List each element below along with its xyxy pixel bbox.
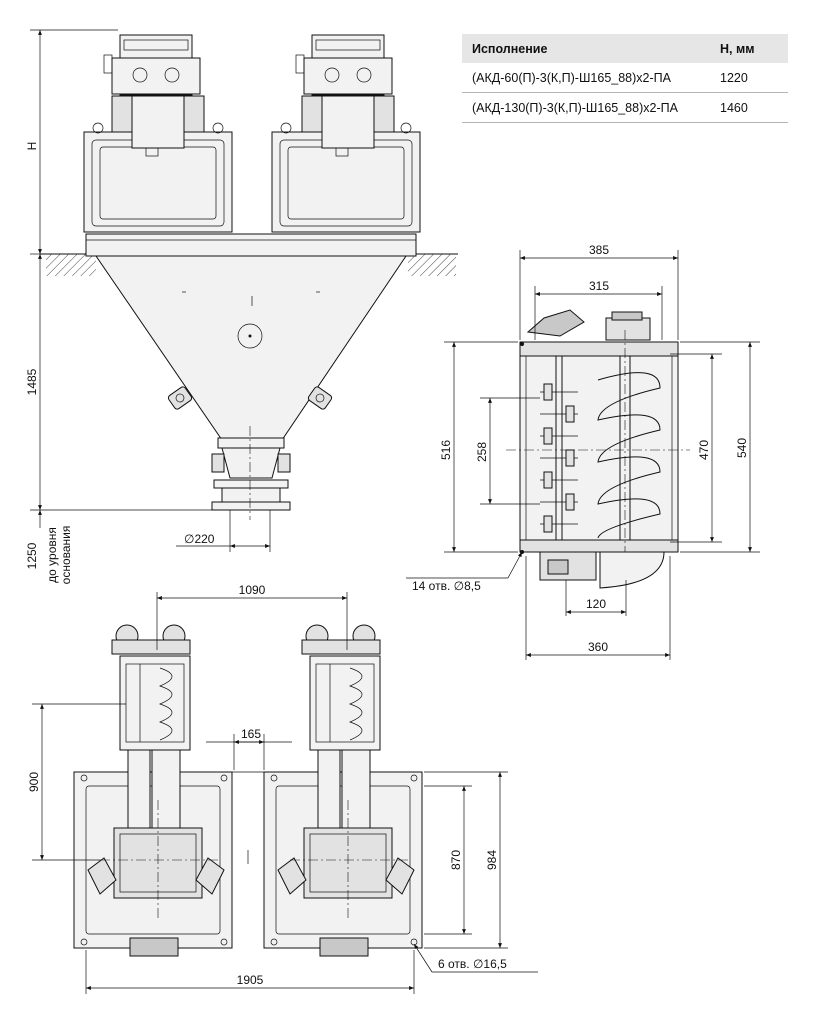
- dim-385: 385: [589, 243, 609, 257]
- ground-hatch-left: [46, 254, 96, 276]
- dim-258: 258: [475, 442, 489, 462]
- dim-900: 900: [27, 772, 41, 792]
- left-hopper: [83, 34, 233, 233]
- dim-470: 470: [697, 440, 711, 460]
- variant-cell: (АКД-130(П)-3(К,П)-Ш165_88)х2-ПА: [462, 92, 710, 123]
- table-row: (АКД-60(П)-3(К,П)-Ш165_88)х2-ПА 1220: [462, 63, 788, 93]
- dim-360: 360: [588, 640, 608, 654]
- front-view: Н 1485 1250 до уровня основания ∅220: [25, 29, 458, 585]
- spec-table: Исполнение Н, мм (АКД-60(П)-3(К,П)-Ш165_…: [462, 34, 788, 123]
- dim-1905: 1905: [237, 973, 264, 987]
- right-plan-module: [263, 749, 423, 957]
- dim-h: Н: [25, 142, 39, 151]
- base-frame: [85, 233, 417, 257]
- header-height: Н, мм: [710, 34, 788, 63]
- table-row: (АКД-130(П)-3(К,П)-Ш165_88)х2-ПА 1460: [462, 92, 788, 123]
- right-auger-unit: [301, 624, 381, 751]
- dim-870: 870: [449, 850, 463, 870]
- dim-120: 120: [586, 597, 606, 611]
- dim-1090: 1090: [239, 583, 266, 597]
- dim-220: ∅220: [184, 532, 215, 546]
- height-cell: 1460: [710, 92, 788, 123]
- height-cell: 1220: [710, 63, 788, 93]
- plan-holes-label: 6 отв. ∅16,5: [438, 957, 507, 971]
- dim-984: 984: [485, 850, 499, 870]
- left-auger-unit: [111, 624, 191, 751]
- right-hopper: [271, 34, 421, 233]
- dim-1250: 1250: [25, 542, 39, 569]
- plan-view: 1090 165 900 870 984 6 отв. ∅16,5 1905: [27, 583, 538, 994]
- dim-540: 540: [735, 438, 749, 458]
- side-view: 385 315 516 258 470 540 14 отв. ∅8,5: [406, 243, 760, 660]
- dim-1485: 1485: [25, 368, 39, 395]
- dim-1250-note-1: до уровня: [45, 527, 59, 583]
- ground-hatch-right: [408, 254, 456, 276]
- spec-table-header: Исполнение Н, мм: [462, 34, 788, 63]
- dim-516: 516: [439, 440, 453, 460]
- dim-1250-note-2: основания: [59, 526, 73, 585]
- dim-165: 165: [241, 727, 261, 741]
- left-plan-module: [73, 749, 233, 957]
- side-holes-label: 14 отв. ∅8,5: [412, 579, 481, 593]
- header-variant: Исполнение: [462, 34, 710, 63]
- variant-cell: (АКД-60(П)-3(К,П)-Ш165_88)х2-ПА: [462, 63, 710, 93]
- dim-315: 315: [589, 279, 609, 293]
